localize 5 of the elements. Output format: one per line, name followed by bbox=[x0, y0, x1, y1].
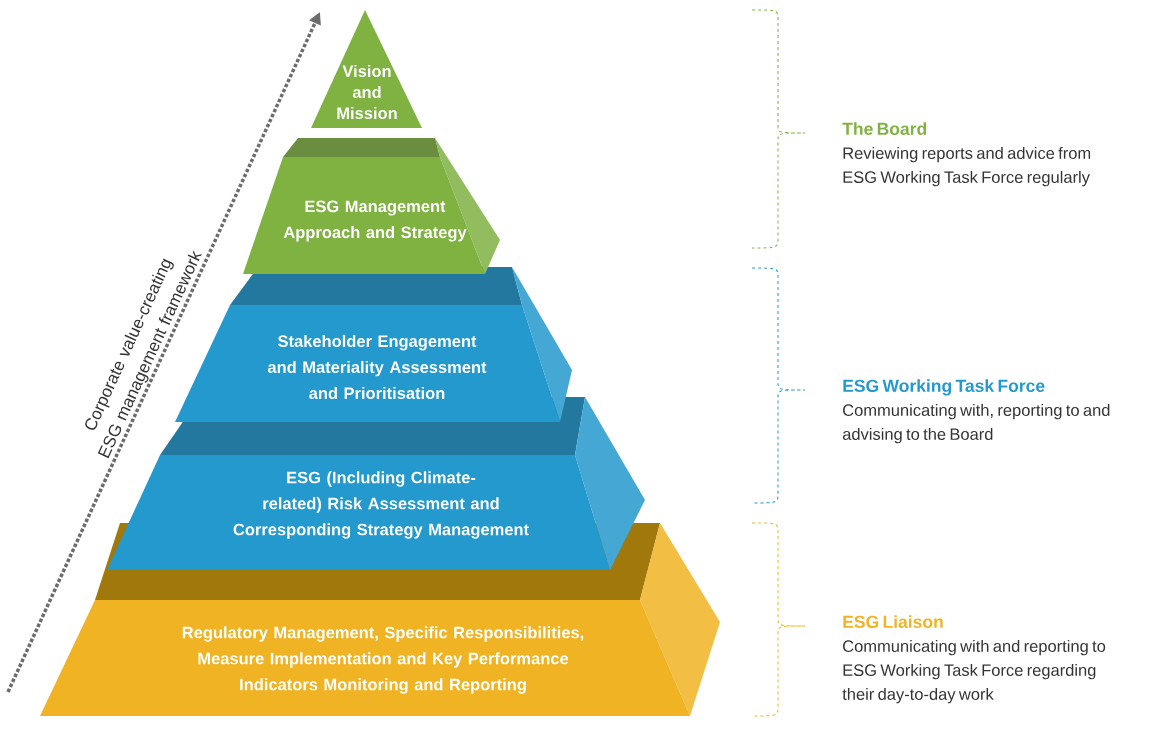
pyramid-tier: ESG Management Approach and Strategy bbox=[243, 138, 500, 274]
role-description: The Board Reviewing reports and advice from ESG Working Task Force regularly bbox=[842, 122, 1091, 187]
role-description: ESG Liaison Communicating with and reporting to ESG Working Task Force regarding their day-to-day work bbox=[842, 615, 1106, 704]
pyramid-tier: Vision and Mission bbox=[311, 10, 422, 128]
role-description: ESG Working Task Force Communicating with, reporting to and advising to the Board bbox=[842, 379, 1110, 444]
